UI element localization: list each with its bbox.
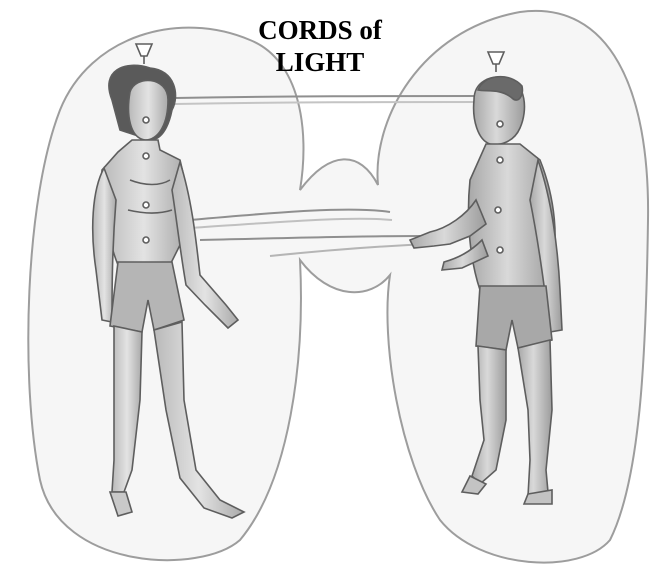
title-line-2: LIGHT [232,46,408,78]
title-label: CORDS of LIGHT [232,14,408,78]
title-line-1: CORDS of [232,14,408,46]
